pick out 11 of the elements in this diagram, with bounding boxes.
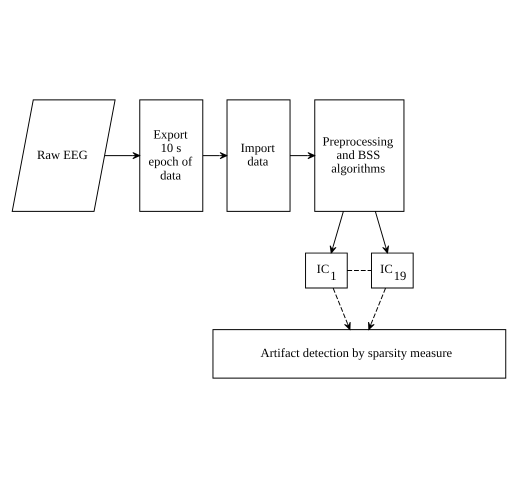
node-box: Import data: [226, 98, 291, 212]
node-box: Artifact detection by sparsity measure: [212, 328, 506, 378]
arrow: [202, 152, 228, 159]
arrow: [330, 210, 344, 254]
node-box: Preprocessing and BSS algorithms: [314, 98, 404, 212]
arrow: [374, 210, 390, 254]
arrow: [332, 287, 351, 330]
arrow: [104, 152, 140, 159]
arrow: [290, 152, 316, 159]
arrow: [368, 287, 386, 330]
node-box: Export 10 s epoch of data: [139, 98, 204, 212]
